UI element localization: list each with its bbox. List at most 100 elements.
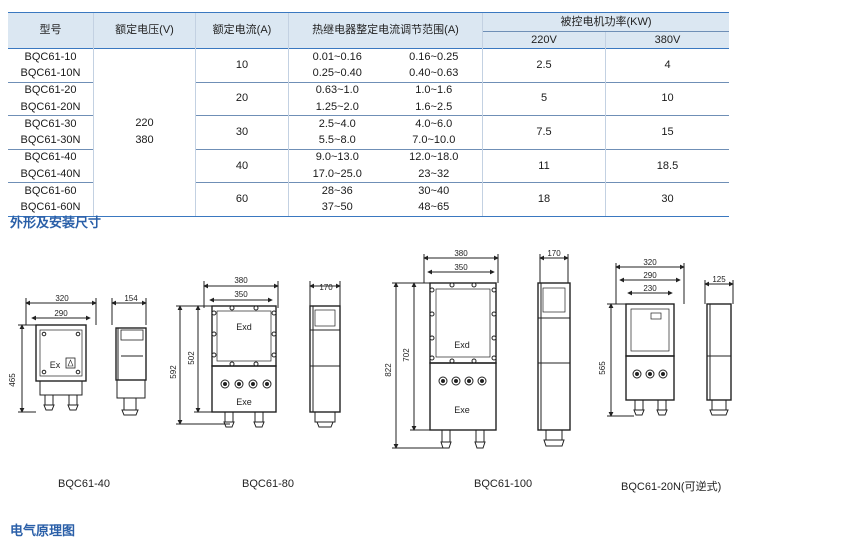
cell-power-380: 15 — [605, 115, 729, 150]
drawing-bqc61-80-text: 380 350 170 592 502 Exd Exe — [169, 276, 333, 407]
model-label-100: BQC61-100 — [474, 478, 533, 490]
label-exd-100: Exd — [454, 340, 470, 350]
cell-range-a: 37~50 — [288, 199, 386, 217]
indicator-buttons — [220, 379, 272, 389]
cell-range-a: 17.0~25.0 — [288, 166, 386, 183]
drawing-bqc61-40-text: 320 290 154 465 Ex — [8, 294, 138, 387]
cell-model: BQC61-20 — [8, 81, 94, 99]
cell-range-a: 0.25~0.40 — [288, 65, 386, 83]
dimensions-heading: 外形及安装尺寸 — [10, 215, 102, 230]
exe-chamber — [211, 365, 277, 413]
enclosure-side — [115, 327, 147, 381]
cell-range-a: 0.01~0.16 — [288, 48, 386, 66]
cell-current: 20 — [195, 81, 289, 116]
cell-range-a: 2.5~4.0 — [288, 115, 386, 133]
cell-range-a: 1.25~2.0 — [288, 98, 386, 116]
drawing-bqc61-100-text: 380 350 170 822 702 Exd Exe — [384, 249, 561, 415]
dim-502-text: 502 — [187, 351, 196, 365]
label-exd: Exd — [236, 322, 252, 332]
cell-power-380: 18.5 — [605, 148, 729, 183]
cell-power-380: 30 — [605, 182, 729, 217]
indicator-buttons-20n — [632, 369, 668, 379]
voltage-380: 380 — [135, 134, 154, 147]
spec-table: 型号 额定电压(V) 额定电流(A) 热继电器整定电流调节范围(A) 被控电机功… — [8, 12, 729, 217]
dim-465-text: 465 — [8, 373, 17, 387]
enclosure-front — [35, 324, 87, 382]
label-exe-100: Exe — [454, 405, 470, 415]
drawing-bqc61-80 — [176, 281, 341, 428]
dim-154-text: 154 — [124, 294, 138, 303]
cell-power-380: 10 — [605, 81, 729, 116]
dim-290-text: 290 — [54, 309, 68, 318]
th-power-380: 380V — [605, 31, 729, 49]
cell-model: BQC61-60N — [8, 199, 94, 217]
cell-range-a: 5.5~8.0 — [288, 132, 386, 150]
cell-power-220: 18 — [482, 182, 606, 217]
th-voltage: 额定电压(V) — [93, 12, 196, 49]
dim-230n-text: 230 — [643, 284, 657, 293]
cell-range-b: 1.6~2.5 — [415, 100, 453, 113]
dim-320n-text: 320 — [643, 258, 657, 267]
dim-320-text: 320 — [55, 294, 69, 303]
cell-range-b: 7.0~10.0 — [412, 134, 456, 147]
cell-range-b: 0.40~0.63 — [409, 66, 459, 79]
model-label-20n-name: BQC61-20N — [621, 481, 681, 493]
warning-plate — [65, 357, 76, 369]
dim-822-text: 822 — [384, 363, 393, 377]
dim-702-text: 702 — [402, 348, 411, 362]
dim-565-text: 565 — [598, 361, 607, 375]
model-label-40: BQC61-40 — [58, 478, 110, 490]
exd-chamber-100 — [429, 282, 497, 364]
model-label-20n-note: (可逆式) — [680, 481, 722, 493]
cell-current: 30 — [195, 115, 289, 150]
electrical-heading: 电气原理图 — [10, 523, 76, 538]
indicator-buttons-100 — [438, 376, 487, 386]
cell-model: BQC61-40 — [8, 148, 94, 167]
cell-range-a: 9.0~13.0 — [288, 148, 386, 167]
cell-model: BQC61-60 — [8, 182, 94, 200]
exe-chamber-100 — [429, 362, 497, 431]
cell-range-a: 0.63~1.0 — [288, 81, 386, 99]
cell-range-b: 0.16~0.25 — [385, 48, 483, 66]
voltage-220: 220 — [135, 117, 154, 130]
dim-125-text: 125 — [712, 275, 726, 284]
label-exe: Exe — [236, 397, 252, 407]
cell-range-a: 28~36 — [288, 182, 386, 200]
cell-power-220: 7.5 — [482, 115, 606, 150]
exd-chamber — [211, 305, 277, 367]
th-current: 额定电流(A) — [195, 12, 289, 49]
cell-power-220: 2.5 — [482, 48, 606, 83]
dim-170b-text: 170 — [547, 249, 561, 258]
cell-model: BQC61-20N — [20, 100, 81, 113]
cell-range-b: 30~40 — [385, 182, 483, 200]
drawing-bqc61-20n — [607, 263, 734, 417]
cell-model: BQC61-10 — [8, 48, 94, 66]
model-label-20n: BQC61-20N(可逆式) — [621, 478, 721, 494]
cell-power-220: 11 — [482, 148, 606, 183]
cell-model: BQC61-40N — [20, 167, 81, 180]
dim-592-text: 592 — [169, 365, 178, 379]
dim-170-text: 170 — [319, 283, 333, 292]
model-label-80: BQC61-80 — [242, 478, 294, 490]
cell-range-b: 12.0~18.0 — [385, 148, 483, 167]
cell-range-b: 4.0~6.0 — [385, 115, 483, 133]
dim-350b-text: 350 — [454, 263, 468, 272]
cell-current: 40 — [195, 148, 289, 183]
dim-290n-text: 290 — [643, 271, 657, 280]
dim-380-text: 380 — [234, 276, 248, 285]
cell-range-b: 23~32 — [418, 167, 450, 180]
cell-power-380: 4 — [605, 48, 729, 83]
cell-current: 10 — [195, 48, 289, 83]
enclosure-side-80 — [309, 305, 341, 413]
drawing-bqc61-40 — [18, 298, 147, 416]
table-row: BQC61-40N 17.0~25.0 23~32 — [8, 166, 729, 183]
